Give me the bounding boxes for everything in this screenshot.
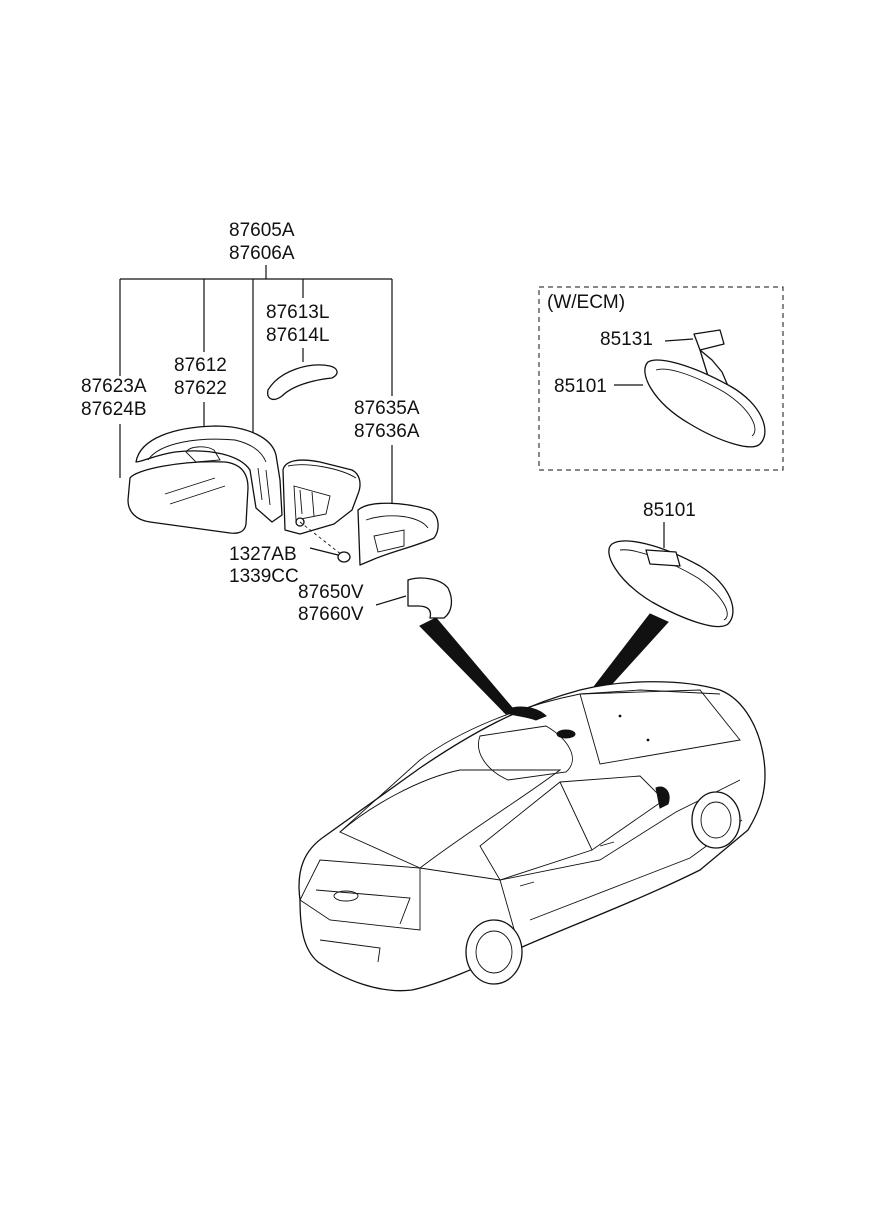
ecm-option-box <box>538 286 784 471</box>
label-group-glass: 87623A 87624B <box>81 376 147 420</box>
inside-mirror-part <box>608 540 734 628</box>
callout-wedge-outside-mirror <box>419 617 515 715</box>
label-housing-1: 87612 <box>174 355 227 376</box>
mirror-glass <box>127 461 249 534</box>
label-cap-1: 87635A <box>354 398 420 419</box>
label-group-screw: 1327AB 1339CC <box>229 544 299 587</box>
label-housing-2: 87622 <box>174 378 227 399</box>
label-screw-2: 1339CC <box>229 566 299 587</box>
screw <box>299 521 351 563</box>
ecm-bracket-part <box>693 329 729 391</box>
label-group-cap: 87635A 87636A <box>354 398 420 442</box>
label-inside-mirror: 85101 <box>643 500 696 521</box>
label-group-housing: 87612 87622 <box>174 355 227 399</box>
leader-lines <box>119 265 694 606</box>
label-trim-2: 87660V <box>298 604 364 625</box>
vehicle-illustration <box>298 681 766 992</box>
label-ecm-mirror: 85101 <box>554 376 607 397</box>
label-glass-1: 87623A <box>81 376 147 397</box>
trim-piece <box>407 577 453 619</box>
label-cap-2: 87636A <box>354 421 420 442</box>
label-trim-1: 87650V <box>298 582 364 603</box>
label-group-trim: 87650V 87660V <box>298 582 364 625</box>
label-screw-1: 1327AB <box>229 544 297 565</box>
ecm-mirror-part <box>644 359 766 448</box>
label-cover-1: 87613L <box>266 302 329 323</box>
label-assembly-1: 87605A <box>229 220 295 241</box>
mirror-housing <box>135 425 283 523</box>
mirror-actuator <box>282 459 361 535</box>
label-ecm-bracket: 85131 <box>600 329 653 350</box>
label-glass-2: 87624B <box>81 399 147 420</box>
label-cover-2: 87614L <box>266 325 329 346</box>
label-ecm-title: (W/ECM) <box>547 292 625 313</box>
mirror-cap <box>357 502 439 566</box>
mirror-cover-strip <box>267 364 338 401</box>
label-assembly-2: 87606A <box>229 243 295 264</box>
label-group-assembly: 87605A 87606A <box>229 220 295 264</box>
label-group-cover: 87613L 87614L <box>266 302 329 346</box>
